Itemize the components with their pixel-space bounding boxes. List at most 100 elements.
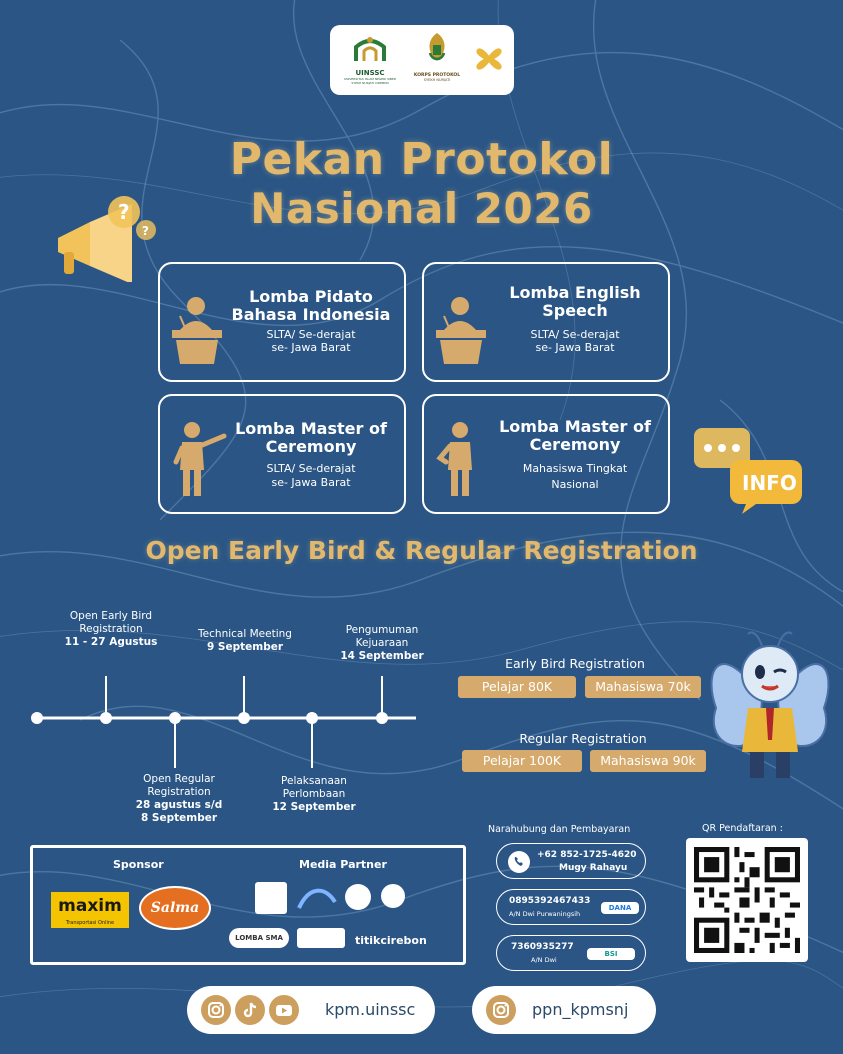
competition-title: Lomba English <box>509 283 641 302</box>
qr-title: QR Pendaftaran : <box>702 823 783 834</box>
logo-bar: UINSSC UNIVERSITAS ISLAM NEGERI SIBER SY… <box>330 25 514 95</box>
page-title-line1: Pekan Protokol <box>229 134 614 185</box>
timeline-label: Open Regular <box>143 773 215 785</box>
mc-person-icon <box>173 422 227 496</box>
page-title-line2: Nasional 2026 <box>250 184 593 233</box>
dana-name: A/N Dwi Purwaningsih <box>509 910 581 918</box>
maxim-wordmark: maxim <box>58 896 122 916</box>
instagram-icon[interactable] <box>201 995 231 1025</box>
competition-title-2: Ceremony <box>529 435 621 454</box>
bsi-number: 7360935277 <box>511 942 574 952</box>
uinssc-label: UINSSC <box>355 69 385 77</box>
media-partner-logo <box>255 882 287 914</box>
competition-title-2: Ceremony <box>265 437 357 456</box>
contact-bsi[interactable]: 7360935277 A/N Dwi BSI <box>496 935 646 971</box>
regular-mahasiswa-price: Mahasiswa 90k <box>590 750 706 772</box>
timeline-date: 14 September <box>340 650 424 662</box>
competition-sub-2: Nasional <box>551 478 599 491</box>
bsi-brand: BSI <box>587 948 635 960</box>
early-pelajar-price: Pelajar 80K <box>458 676 576 698</box>
timeline-label-2: Kejuaraan <box>355 637 409 649</box>
instagram-icon[interactable] <box>486 995 516 1025</box>
qr-code[interactable] <box>686 838 808 962</box>
regular-pelajar-price: Pelajar 100K <box>462 750 582 772</box>
contact-phone-name: Mugy Rahayu <box>559 863 628 873</box>
timeline-item-early: Open Early Bird Registration 11 - 27 Agu… <box>56 610 166 649</box>
svg-text:?: ? <box>118 200 130 224</box>
korps-protokol-logo: KORPS PROTOKOL SYEKH NURJATI <box>408 31 466 82</box>
media-partner-label: Media Partner <box>299 858 387 871</box>
sponsor-box: Sponsor Media Partner maxim Transportasi… <box>30 845 466 965</box>
early-mahasiswa-price: Mahasiswa 70k <box>585 676 701 698</box>
timeline-line <box>31 676 416 768</box>
timeline-label: Open Early Bird <box>69 610 153 622</box>
competition-title: Lomba Pidato <box>249 287 373 306</box>
sponsor-label: Sponsor <box>113 858 164 871</box>
social-handle-primary: kpm.uinssc <box>325 1000 416 1019</box>
butterfly-mascot-icon <box>710 631 830 778</box>
media-partner-seal <box>345 884 371 910</box>
competition-sub-2: se- Jawa Barat <box>535 341 615 354</box>
contact-dana[interactable]: 0895392467433 A/N Dwi Purwaningsih DANA <box>496 889 646 925</box>
social-kpm-uinssc[interactable]: kpm.uinssc <box>187 986 435 1034</box>
early-bird-title: Early Bird Registration <box>505 656 645 671</box>
podium-speaker-icon <box>172 297 222 364</box>
timeline-item-technical: Technical Meeting 9 September <box>188 628 302 654</box>
uinssc-sub: UNIVERSITAS ISLAM NEGERI SIBER SYEKH NUR… <box>344 77 396 85</box>
uinssc-logo: UINSSC UNIVERSITAS ISLAM NEGERI SIBER SY… <box>342 33 398 85</box>
timeline-date-2: 8 September <box>140 812 218 824</box>
youtube-icon[interactable] <box>269 995 299 1025</box>
titikcirebon-logo: titikcirebon <box>355 934 427 947</box>
competition-sub: Mahasiswa Tingkat <box>522 462 628 475</box>
timeline-label-2: Perlombaan <box>282 788 346 800</box>
timeline-label-2: Registration <box>79 623 143 635</box>
podium-speaker-icon <box>436 297 486 364</box>
maxim-tagline: Transportasi Online <box>65 920 115 926</box>
bsi-name: A/N Dwi <box>531 956 557 964</box>
dana-number: 0895392467433 <box>509 896 591 906</box>
svg-text:?: ? <box>142 224 149 238</box>
salma-logo: Salma <box>139 886 211 930</box>
korps-protokol-label: KORPS PROTOKOL <box>413 73 461 78</box>
timeline-label: Pengumuman <box>345 624 419 636</box>
timeline-label-2: Registration <box>147 786 211 798</box>
timeline-item-pelaksanaan: Pelaksanaan Perlombaan 12 September <box>266 775 362 814</box>
competition-sub: SLTA/ Se-derajat <box>530 328 620 341</box>
competition-title: Lomba Master of <box>235 419 387 438</box>
flower-logo-icon <box>476 48 502 70</box>
timeline-date: 11 - 27 Agustus <box>64 636 158 648</box>
mc-person-icon <box>436 422 472 496</box>
competition-card-pidato: Lomba Pidato Bahasa Indonesia SLTA/ Se-d… <box>158 262 406 382</box>
maxim-logo: maxim Transportasi Online <box>51 892 129 928</box>
timeline: Open Early Bird Registration 11 - 27 Agu… <box>20 600 440 830</box>
timeline-label: Technical Meeting <box>198 628 292 640</box>
tiktok-icon[interactable] <box>235 995 265 1025</box>
qr-code-icon <box>694 847 800 953</box>
social-ppn-kpmsnj[interactable]: ppn_kpmsnj <box>472 986 656 1034</box>
korps-protokol-sub: SYEKH NURJATI <box>423 78 451 82</box>
competition-card-mc-slta: Lomba Master of Ceremony SLTA/ Se-deraja… <box>158 394 406 514</box>
lomba-sma-logo: LOMBA SMA <box>229 928 289 948</box>
competition-title-2: Bahasa Indonesia <box>231 305 391 324</box>
timeline-date: 28 agustus s/d <box>135 799 223 811</box>
media-partner-swirl-icon <box>297 888 337 909</box>
competition-title-2: Speech <box>542 301 608 320</box>
contacts-title: Narahubung dan Pembayaran <box>488 824 631 835</box>
info-label: INFO <box>742 471 797 495</box>
megaphone-icon: ? ? <box>58 196 156 282</box>
competition-sub-2: se- Jawa Barat <box>271 341 351 354</box>
competition-sub: SLTA/ Se-derajat <box>266 462 356 475</box>
competition-title: Lomba Master of <box>499 417 651 436</box>
whatsapp-icon <box>508 851 530 873</box>
timeline-date: 12 September <box>272 801 356 813</box>
media-partner-badge <box>381 884 405 908</box>
info-chat-bubble-icon: INFO <box>694 428 802 514</box>
media-partner-banner <box>297 928 345 948</box>
competition-card-mc-mahasiswa: Lomba Master of Ceremony Mahasiswa Tingk… <box>422 394 670 514</box>
contact-whatsapp[interactable]: +62 852-1725-4620 Mugy Rahayu <box>496 843 646 879</box>
uinssc-emblem-icon <box>354 37 386 61</box>
timeline-item-regular: Open Regular Registration 28 agustus s/d… <box>124 773 234 825</box>
dana-brand: DANA <box>601 902 639 914</box>
open-registration-heading: Open Early Bird & Regular Registration <box>145 536 698 565</box>
competition-sub-2: se- Jawa Barat <box>271 476 351 489</box>
